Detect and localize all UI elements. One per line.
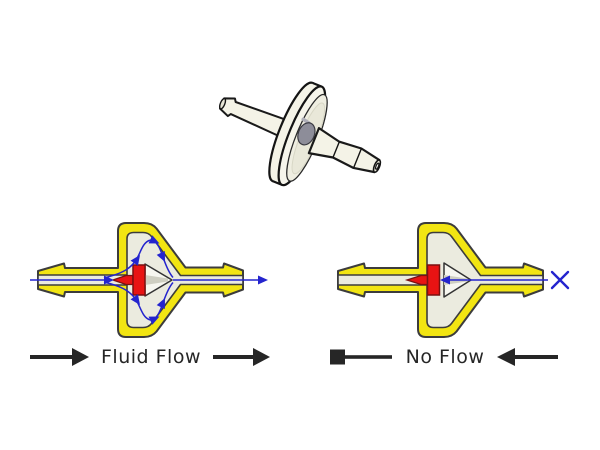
- valve-hub: [297, 122, 316, 146]
- flow-direction-arrow-left-icon: [497, 348, 558, 366]
- fluid-flow-label: Fluid Flow: [101, 346, 201, 368]
- valve-membrane-disc: [426, 264, 441, 296]
- valve-3d-group: [218, 81, 382, 187]
- no-flow-diagram: [337, 222, 570, 338]
- flow-path-lines: [30, 239, 260, 321]
- no-flow-cross-icon: [550, 270, 570, 290]
- right-barb-bore-hole: [374, 162, 380, 170]
- flow-direction-arrow-right-icon: [213, 348, 270, 366]
- valve-3d-illustration: [218, 81, 382, 187]
- blocked-flow-line: [440, 275, 548, 285]
- blocked-end-icon: [330, 349, 392, 365]
- flow-direction-arrow-right-icon: [30, 348, 89, 366]
- right-barb-rings: [332, 141, 363, 169]
- flow-arrowheads: [104, 235, 268, 325]
- fluid-flow-caption: Fluid Flow: [30, 345, 270, 369]
- right-barb-connector: [307, 127, 381, 174]
- valve-support-stem-shade: [145, 275, 168, 285]
- fluid-flow-diagram: [30, 222, 268, 338]
- no-flow-label: No Flow: [405, 346, 485, 368]
- left-barb-tip-face: [218, 97, 227, 110]
- valve-membrane-disc: [132, 264, 146, 296]
- no-flow-caption: No Flow: [330, 345, 558, 369]
